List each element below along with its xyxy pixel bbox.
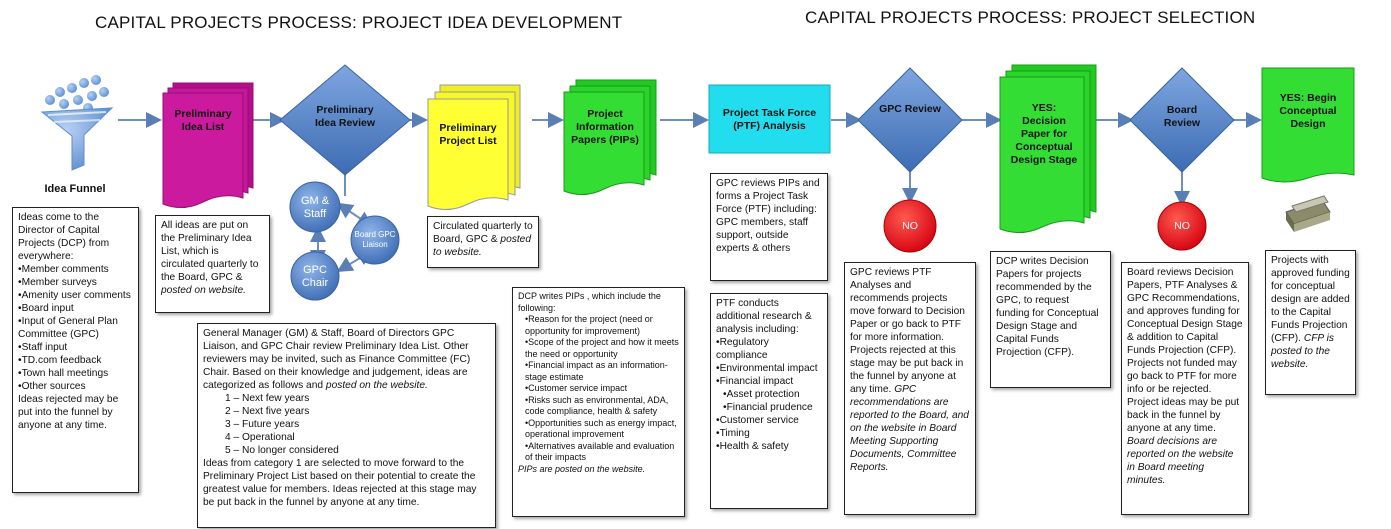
review-description-box: General Manager (GM) & Staff, Board of D… — [197, 323, 496, 528]
project-list-text: Circulated quarterly to Board, GPC & — [433, 221, 533, 245]
funnel-source-item: Staff input — [18, 341, 133, 354]
ptf-item: Financial impact — [716, 375, 822, 388]
idea-list-description-box: All ideas are put on the Preliminary Ide… — [155, 215, 270, 313]
project-list-italic: posted to website. — [433, 234, 531, 258]
begin-conceptual-design-shape — [1261, 67, 1355, 183]
funnel-source-item: Amenity user comments — [18, 289, 133, 302]
final-text: Projects with approved funding for conce… — [1271, 255, 1350, 344]
gpc-review-description-box: GPC reviews PTF Analyses and recommends … — [844, 262, 976, 515]
pips-item: Risks such as environmental, ADA, code c… — [525, 395, 679, 418]
ptf-subitem: Financial prudence — [723, 401, 822, 414]
final-description-box: Projects with approved funding for conce… — [1265, 250, 1356, 395]
no-gpc-label: NO — [902, 220, 918, 232]
project-information-papers-label: Project Information Papers (PIPs) — [571, 108, 639, 146]
decision-text: DCP writes Decision Papers for projects … — [996, 256, 1099, 358]
review-category: 3 – Future years — [225, 419, 300, 430]
pips-item: Reason for the project (need or opportun… — [525, 314, 679, 337]
gm-staff-label: GM & Staff — [300, 195, 330, 220]
preliminary-idea-review-label: Preliminary Idea Review — [314, 104, 376, 129]
funnel-source-item: Other sources — [18, 380, 133, 393]
board-review-label: Board Review — [1163, 104, 1201, 129]
idea-list-text: All ideas are put on the Preliminary Ide… — [161, 220, 259, 283]
funnel-intro: Ideas come to the Director of Capital Pr… — [18, 212, 110, 262]
funnel-description-box: Ideas come to the Director of Capital Pr… — [12, 207, 139, 493]
preliminary-project-list-label: Preliminary Project List — [439, 122, 497, 147]
ptf-analysis-label: Project Task Force (PTF) Analysis — [722, 107, 817, 132]
ptf-item: Customer service — [716, 414, 822, 427]
board-gpc-liaison-label: Board GPC Liaison — [354, 230, 396, 249]
funnel-source-item: Input of General Plan Committee (GPC) — [18, 315, 133, 341]
gm-staff-circle — [289, 181, 341, 233]
preliminary-idea-list-label: Preliminary Idea List — [174, 108, 232, 133]
project-information-papers-shape — [563, 79, 657, 195]
review-category: 1 – Next few years — [225, 393, 310, 404]
title-idea-development: CAPITAL PROJECTS PROCESS: PROJECT IDEA D… — [95, 13, 623, 32]
pips-item: Opportunities such as energy impact, ope… — [525, 418, 679, 441]
review-text: General Manager (GM) & Staff, Board of D… — [203, 328, 471, 391]
idea-funnel-label: Idea Funnel — [44, 183, 106, 195]
pips-item: Scope of the project and how it meets th… — [525, 337, 679, 360]
ptf-analysis-box — [708, 84, 831, 154]
board-review-diamond — [1129, 67, 1235, 173]
pips-item: Alternatives available and evaluation of… — [525, 441, 679, 464]
final-italic: CFP is posted to the website. — [1271, 333, 1335, 370]
review-outro: Ideas from category 1 are selected to mo… — [203, 458, 477, 508]
board-text: Board reviews Decision Papers, PTF Analy… — [1127, 267, 1243, 434]
begin-conceptual-design-label: YES: Begin Conceptual Design — [1279, 92, 1337, 130]
pips-item: Financial impact as an information-stage… — [525, 360, 679, 383]
funnel-source-item: Town hall meetings — [18, 367, 133, 380]
idea-funnel-icon — [40, 75, 114, 171]
funnel-source-item: Board input — [18, 302, 133, 315]
gpc-review-diamond — [857, 67, 963, 173]
title-project-selection: CAPITAL PROJECTS PROCESS: PROJECT SELECT… — [805, 8, 1256, 27]
decision-description-box: DCP writes Decision Papers for projects … — [990, 251, 1111, 388]
gpc-review-label: GPC Review — [879, 103, 941, 115]
ptf-item: Regulatory compliance — [716, 336, 822, 362]
money-icon — [1285, 195, 1331, 232]
gpc-review-text: GPC reviews PTF Analyses and recommends … — [850, 267, 965, 395]
funnel-outro: Ideas rejected may be put into the funne… — [18, 394, 119, 431]
decision-paper-shape — [999, 64, 1097, 233]
preliminary-project-list-shape — [427, 84, 521, 210]
ptf-bottom-intro: PTF conducts additional research & analy… — [716, 298, 812, 335]
review-category: 2 – Next five years — [225, 406, 310, 417]
preliminary-idea-review-diamond — [279, 64, 411, 176]
review-italic: posted on the website. — [325, 380, 428, 391]
gpc-chair-circle — [290, 251, 340, 301]
gpc-review-italic: GPC recommendations are reported to the … — [850, 384, 969, 473]
project-list-description-box: Circulated quarterly to Board, GPC & pos… — [427, 216, 539, 268]
preliminary-idea-list-shape — [162, 82, 254, 208]
pips-item: Customer service impact — [525, 383, 679, 395]
no-board-circle — [1157, 201, 1207, 251]
ptf-item: Health & safety — [716, 440, 822, 453]
review-category: 4 – Operational — [225, 432, 295, 443]
funnel-source-item: Member comments — [18, 263, 133, 276]
ptf-subitem: Asset protection — [723, 388, 822, 401]
funnel-source-item: TD.com feedback — [18, 354, 133, 367]
ptf-top-text: GPC reviews PIPs and forms a Project Tas… — [716, 178, 820, 254]
decision-paper-label: YES: Decision Paper for Conceptual Desig… — [1010, 102, 1078, 166]
pips-intro: DCP writes PIPs , which include the foll… — [518, 291, 661, 313]
pips-italic: PIPs are posted on the website. — [518, 463, 646, 474]
idea-list-italic: posted on website. — [161, 285, 246, 296]
board-description-box: Board reviews Decision Papers, PTF Analy… — [1121, 262, 1249, 515]
no-gpc-circle — [883, 199, 937, 253]
ptf-item: Environmental impact — [716, 362, 822, 375]
pips-description-box: DCP writes PIPs , which include the foll… — [512, 287, 685, 517]
board-italic: Board decisions are reported on the webs… — [1127, 436, 1234, 486]
no-board-label: NO — [1174, 220, 1190, 232]
ptf-top-box: GPC reviews PIPs and forms a Project Tas… — [710, 173, 828, 281]
review-category: 5 – No longer considered — [225, 445, 339, 456]
gpc-chair-label: GPC Chair — [301, 264, 329, 289]
funnel-source-item: Member surveys — [18, 276, 133, 289]
board-gpc-liaison-circle — [350, 215, 400, 265]
ptf-item: Timing — [716, 427, 822, 440]
ptf-bottom-box: PTF conducts additional research & analy… — [710, 293, 828, 509]
